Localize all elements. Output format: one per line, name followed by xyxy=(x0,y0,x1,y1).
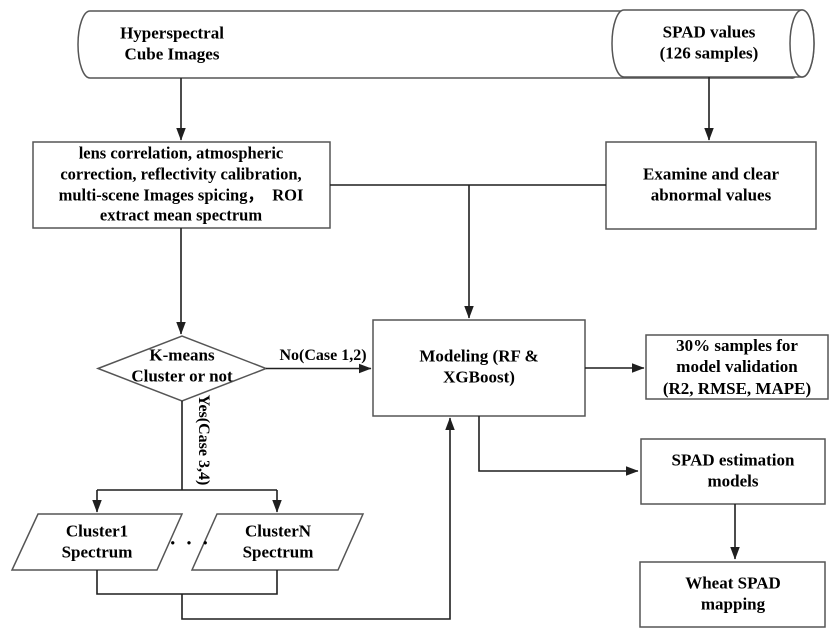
yes-case-label: Yes(Case 3,4) xyxy=(195,394,213,486)
estimation-box xyxy=(640,438,826,505)
validation-box xyxy=(645,334,829,400)
arrow-modeling-to-estimation xyxy=(478,416,639,476)
preprocessing-box xyxy=(32,141,331,229)
preprocessing-label: lens correlation, atmospheric correction… xyxy=(58,143,304,225)
mapping-label: Wheat SPAD mapping xyxy=(685,573,781,614)
line-clusters-merge xyxy=(96,570,278,595)
clustern-label: ClusterN Spectrum xyxy=(242,521,314,562)
modeling-box xyxy=(372,319,586,417)
estimation-label: SPAD estimation models xyxy=(671,450,795,491)
examine-label: Examine and clear abnormal values xyxy=(643,164,779,205)
examine-box xyxy=(605,141,817,230)
hyperspectral-label: Hyperspectral Cube Images xyxy=(120,23,224,64)
validation-label: 30% samples for model validation (R2, RM… xyxy=(662,335,812,398)
arrow-clusters-to-modeling xyxy=(181,417,455,620)
kmeans-label: K-means Cluster or not xyxy=(131,345,233,386)
ellipsis-label: · · · xyxy=(169,530,211,555)
mapping-box xyxy=(639,561,826,628)
cluster1-parallelogram xyxy=(10,513,184,571)
modeling-label: Modeling (RF & XGBoost) xyxy=(419,346,539,387)
spad-values-cylinder-face xyxy=(789,9,815,78)
spad-values-label: SPAD values (126 samples) xyxy=(659,22,759,63)
no-case-label: No(Case 1,2) xyxy=(279,347,367,365)
clustern-parallelogram xyxy=(190,513,365,571)
cluster1-label: Cluster1 Spectrum xyxy=(61,521,133,562)
